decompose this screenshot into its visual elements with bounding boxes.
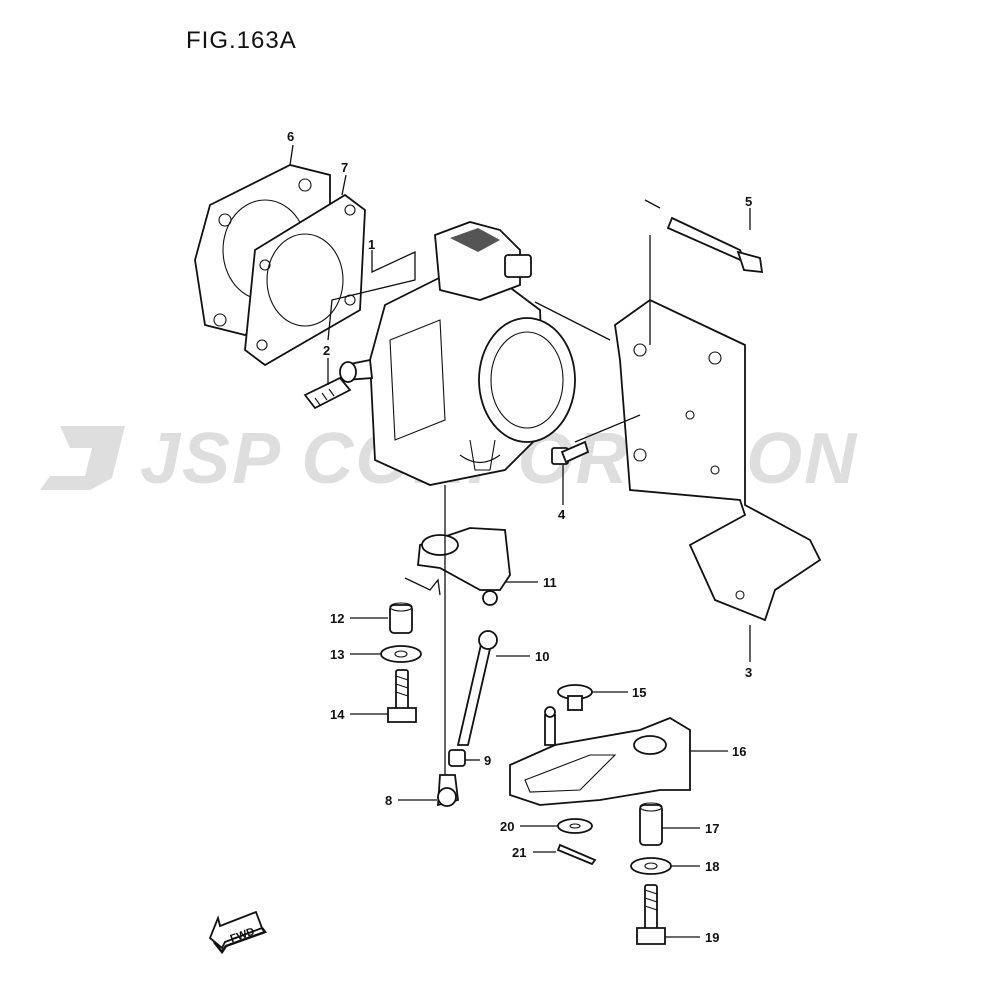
watermark-logo-icon	[40, 426, 125, 490]
nut-9[interactable]	[448, 749, 466, 767]
throttle-body-1[interactable]	[339, 221, 576, 486]
figure-title: FIG.163A	[186, 27, 297, 54]
collar-15[interactable]	[557, 684, 593, 711]
bolt-4[interactable]	[551, 440, 590, 465]
callout-9[interactable]: 9	[484, 753, 491, 768]
callout-18[interactable]: 18	[705, 859, 719, 874]
callout-13[interactable]: 13	[330, 647, 344, 662]
joint-8[interactable]	[437, 774, 459, 807]
callout-11[interactable]: 11	[543, 575, 557, 590]
cotter-pin-21[interactable]	[556, 843, 597, 866]
callout-15[interactable]: 15	[632, 685, 646, 700]
callout-1[interactable]: 1	[368, 237, 375, 252]
callout-2[interactable]: 2	[323, 343, 330, 358]
washer-20[interactable]	[557, 818, 593, 834]
callout-5[interactable]: 5	[745, 194, 752, 209]
callout-17[interactable]: 17	[705, 821, 719, 836]
fwd-arrow-icon: FWD	[208, 910, 268, 955]
bolt-5[interactable]	[666, 216, 764, 274]
bolt-14[interactable]	[387, 669, 417, 723]
callout-14[interactable]: 14	[330, 707, 345, 722]
callout-21[interactable]: 21	[512, 845, 526, 860]
callout-20[interactable]: 20	[500, 819, 514, 834]
callout-16[interactable]: 16	[732, 744, 746, 759]
collar-12[interactable]	[389, 602, 413, 634]
callout-12[interactable]: 12	[330, 611, 344, 626]
collar-17[interactable]	[639, 802, 663, 846]
bracket-16[interactable]	[509, 706, 691, 806]
rod-10[interactable]	[456, 630, 498, 746]
washer-18[interactable]	[630, 857, 672, 875]
washer-13[interactable]	[380, 645, 422, 663]
callout-6[interactable]: 6	[287, 129, 294, 144]
callout-7[interactable]: 7	[341, 160, 348, 175]
leader-lines	[289, 144, 751, 938]
callout-labels: 6 7 1 2 5 4 3 11 12 13 14 10 9 8 15 16 1…	[287, 129, 752, 945]
callout-8[interactable]: 8	[385, 793, 392, 808]
callout-19[interactable]: 19	[705, 930, 719, 945]
bracket-11[interactable]	[417, 527, 511, 606]
bolt-19[interactable]	[636, 884, 666, 945]
bracket-3[interactable]	[614, 298, 822, 622]
callout-3[interactable]: 3	[745, 665, 752, 680]
callout-4[interactable]: 4	[558, 507, 566, 522]
callout-10[interactable]: 10	[535, 649, 549, 664]
